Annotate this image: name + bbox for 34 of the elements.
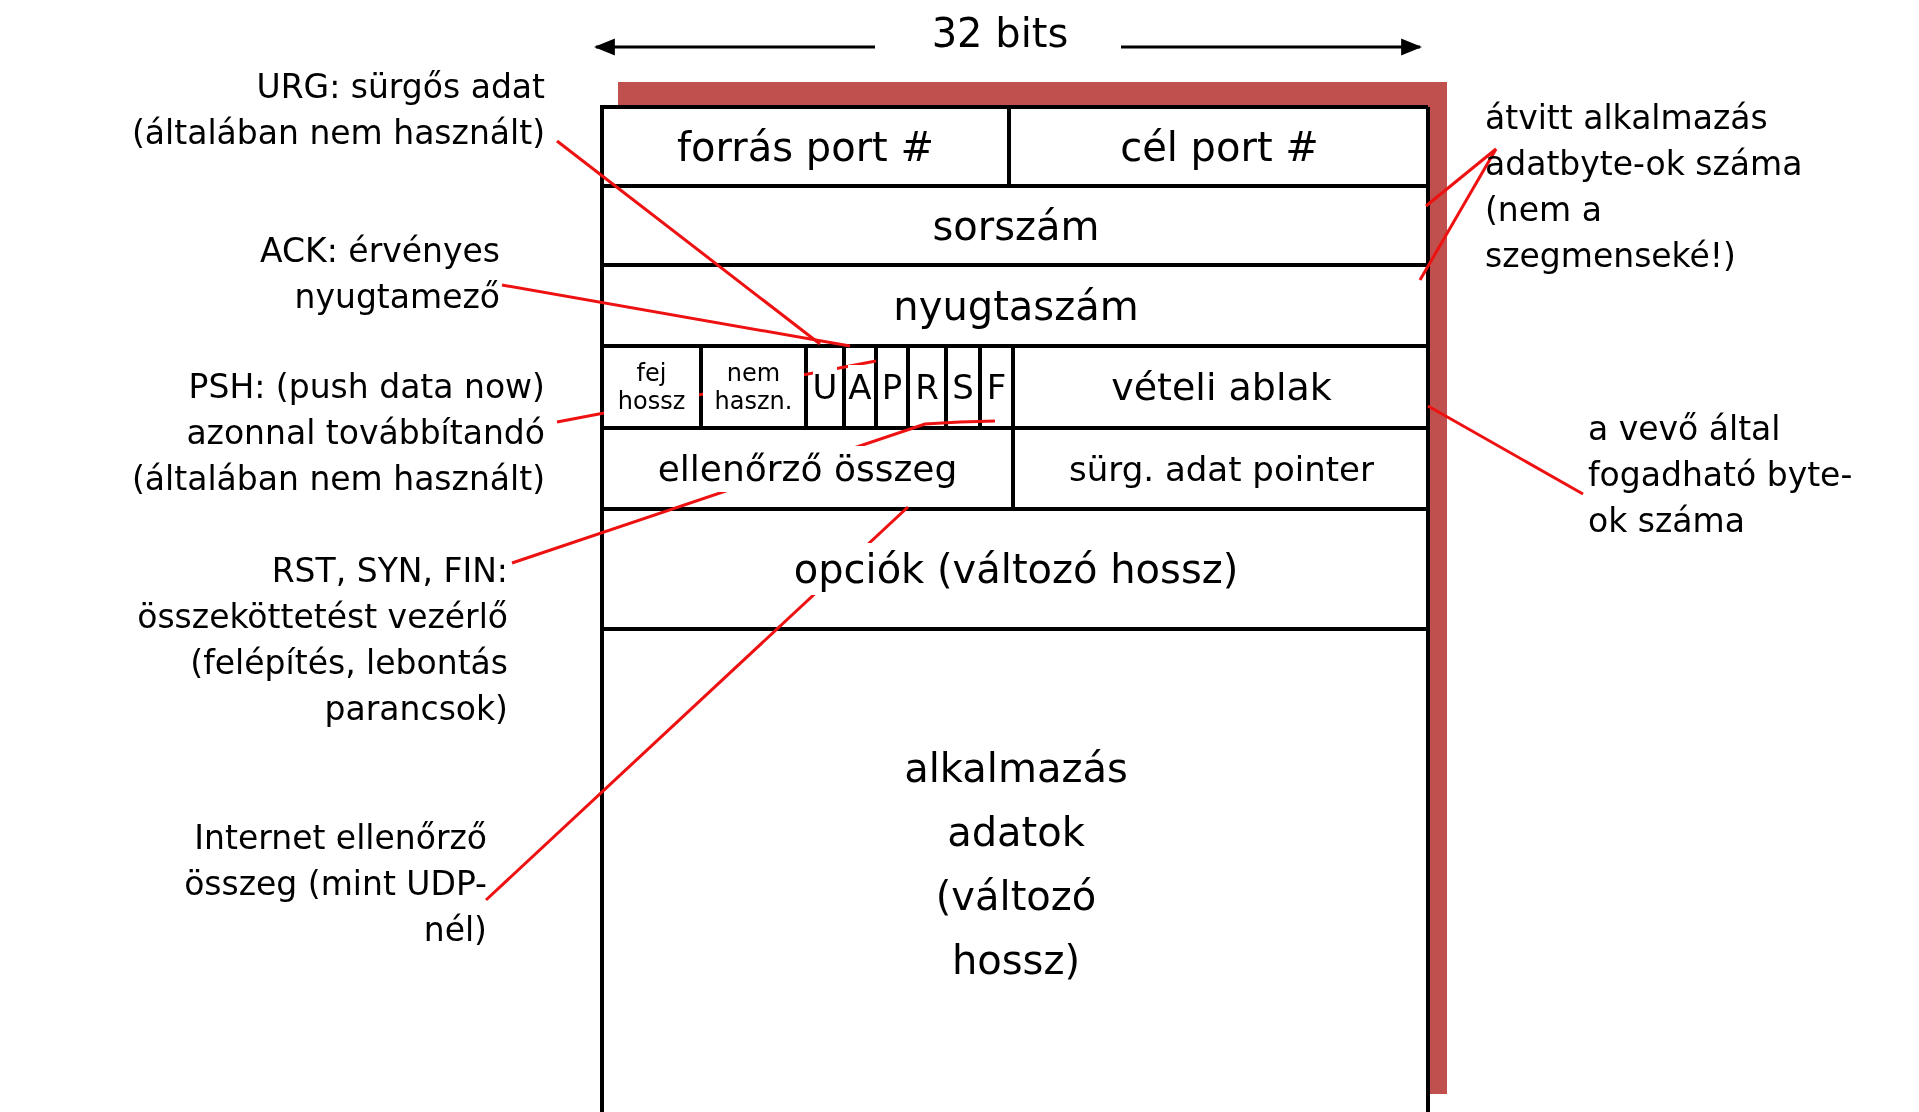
- annotation-text: PSH: (push data now) azonnal továbbítandó (általában nem használt): [90, 364, 545, 502]
- annotation-text: a vevő által fogadható byte-ok száma: [1588, 406, 1853, 544]
- leader-line: [1427, 404, 1584, 496]
- leader-line: [556, 139, 821, 346]
- flag-field: [908, 346, 946, 428]
- header-field: [1013, 428, 1430, 509]
- header-field: [1013, 346, 1430, 428]
- header-field: [701, 346, 806, 428]
- annotation-text: átvitt alkalmazás adatbyte-ok száma (nem a szegmenseké!): [1485, 95, 1857, 279]
- header-field: [602, 509, 1430, 629]
- header-field: [602, 346, 701, 428]
- data-field: [602, 629, 1430, 1112]
- leader-line: [484, 505, 910, 902]
- field-label: ellenőrző összeg: [657, 445, 958, 492]
- leader-line: [1418, 148, 1498, 281]
- field-label: fej hossz: [604, 359, 699, 415]
- flag-field: [844, 346, 876, 428]
- flag-field: [876, 346, 908, 428]
- header-field: [602, 428, 1013, 509]
- annotation-text: Internet ellenőrző összeg (mint UDP-nél): [177, 815, 487, 953]
- header-field: [602, 186, 1430, 265]
- segment-frame: [600, 105, 1428, 1112]
- leader-line: [501, 283, 851, 348]
- annotation-text: ACK: érvényes nyugtamező: [236, 228, 500, 320]
- header-field: [602, 265, 1430, 346]
- width-label: 32 bits: [930, 9, 1070, 58]
- header-field: [1009, 107, 1430, 186]
- flag-field: [806, 346, 844, 428]
- header-field: [602, 107, 1009, 186]
- flag-field: [980, 346, 1013, 428]
- leader-line: [1425, 147, 1497, 208]
- annotation-text: URG: sürgős adat (általában nem használt): [95, 64, 545, 156]
- annotation-text: RST, SYN, FIN: összeköttetést vezérlő (felépítés, lebontás parancsok): [93, 548, 508, 732]
- flag-field: [946, 346, 980, 428]
